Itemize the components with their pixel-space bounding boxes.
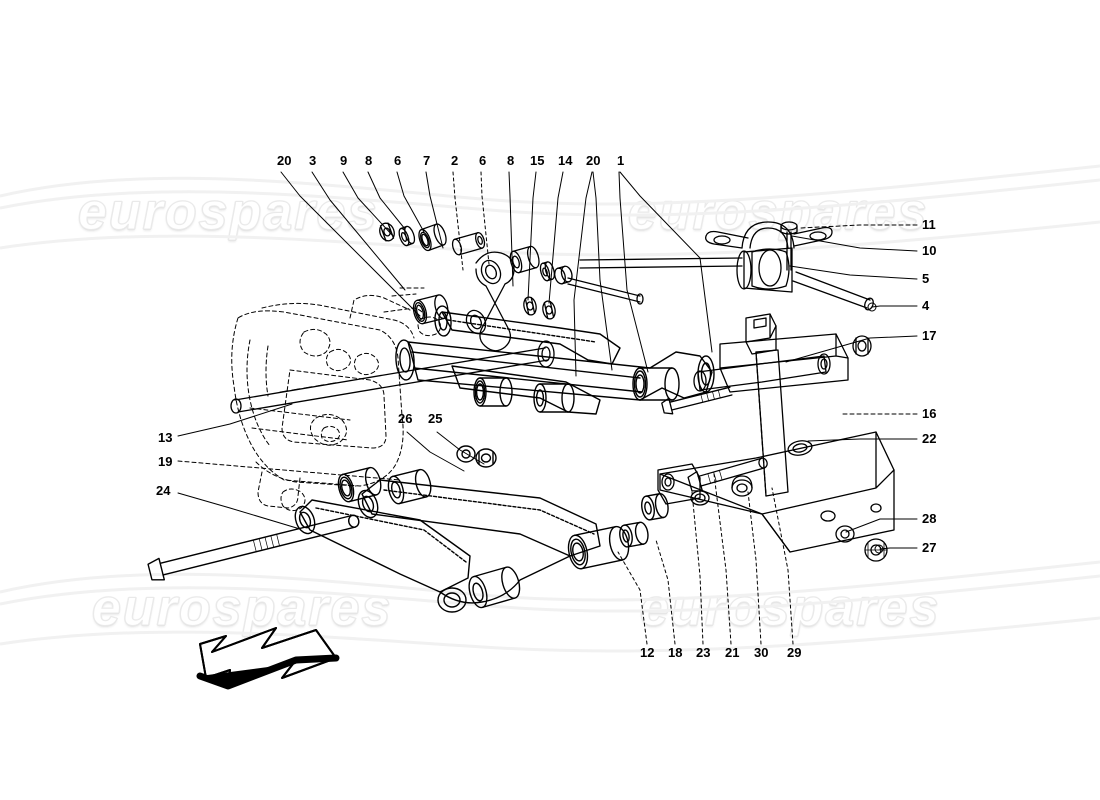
gearbox-housing bbox=[231, 287, 442, 512]
callout-2[interactable]: 2 bbox=[451, 153, 459, 168]
leader-lines-right bbox=[785, 224, 918, 554]
callout-6-a[interactable]: 6 bbox=[394, 153, 402, 168]
callout-1[interactable]: 1 bbox=[617, 153, 625, 168]
callout-19[interactable]: 19 bbox=[158, 454, 173, 469]
upright-carrier-assembly bbox=[657, 313, 895, 562]
callout-18[interactable]: 18 bbox=[668, 645, 683, 660]
callout-24[interactable]: 24 bbox=[156, 483, 171, 498]
callout-21[interactable]: 21 bbox=[725, 645, 740, 660]
leader-lines-top bbox=[280, 171, 713, 377]
forward-direction-arrow bbox=[196, 627, 340, 690]
callout-13[interactable]: 13 bbox=[158, 430, 173, 445]
leader-lines-mid bbox=[406, 431, 485, 472]
lower-wishbone bbox=[147, 445, 669, 613]
callout-11[interactable]: 11 bbox=[922, 217, 936, 232]
callout-9[interactable]: 9 bbox=[340, 153, 348, 168]
callout-25[interactable]: 25 bbox=[428, 411, 443, 426]
callout-22[interactable]: 22 bbox=[922, 431, 937, 446]
exploded-link-parts bbox=[379, 222, 644, 352]
callout-23[interactable]: 23 bbox=[696, 645, 711, 660]
callout-5[interactable]: 5 bbox=[922, 271, 930, 286]
callout-26[interactable]: 26 bbox=[398, 411, 413, 426]
callout-3[interactable]: 3 bbox=[309, 153, 317, 168]
callout-20-b[interactable]: 20 bbox=[586, 153, 601, 168]
callout-7[interactable]: 7 bbox=[423, 153, 431, 168]
callout-27[interactable]: 27 bbox=[922, 540, 937, 555]
leader-lines-bottom bbox=[617, 473, 794, 645]
callout-6-b[interactable]: 6 bbox=[479, 153, 487, 168]
callout-17[interactable]: 17 bbox=[922, 328, 937, 343]
callout-8-b[interactable]: 8 bbox=[507, 153, 515, 168]
callout-16[interactable]: 16 bbox=[922, 406, 937, 421]
callout-12[interactable]: 12 bbox=[640, 645, 655, 660]
callout-15[interactable]: 15 bbox=[530, 153, 545, 168]
callout-29[interactable]: 29 bbox=[787, 645, 802, 660]
callout-20-a[interactable]: 20 bbox=[277, 153, 292, 168]
callout-8-a[interactable]: 8 bbox=[365, 153, 373, 168]
upper-wishbone bbox=[395, 305, 715, 415]
callout-14[interactable]: 14 bbox=[558, 153, 573, 168]
callout-28[interactable]: 28 bbox=[922, 511, 937, 526]
callout-10[interactable]: 10 bbox=[922, 243, 937, 258]
callout-4[interactable]: 4 bbox=[922, 298, 930, 313]
anti-roll-bar-assembly bbox=[579, 221, 874, 311]
pivot-pin-13 bbox=[230, 340, 555, 414]
callout-30[interactable]: 30 bbox=[754, 645, 769, 660]
